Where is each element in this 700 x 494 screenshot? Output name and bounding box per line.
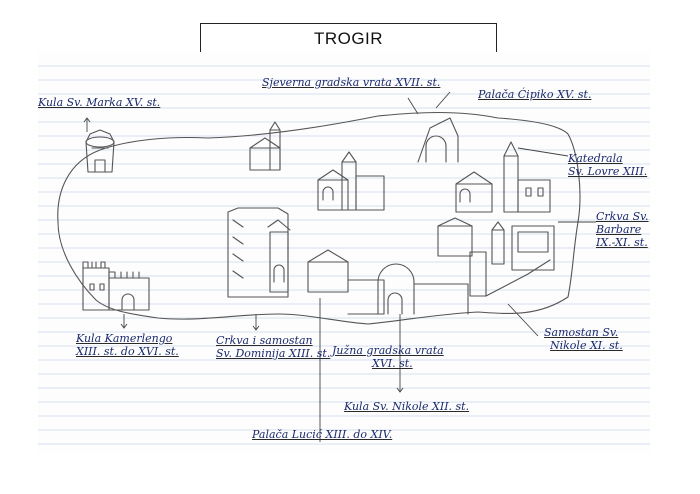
page-title: TROGIR <box>200 23 497 54</box>
label-barbare-line2: Barbare <box>596 223 642 236</box>
label-katedrala-line2: Sv. Lovre XIII. <box>568 165 648 178</box>
label-katedrala: Katedrala Sv. Lovre XIII. <box>568 152 647 178</box>
town-map-drawing <box>38 65 650 445</box>
north-gate-drawing <box>417 117 459 163</box>
label-samostan-sv-nikole: Samostan Sv. Nikole XI. st. <box>544 326 623 352</box>
label-katedrala-line1: Katedrala <box>568 152 623 165</box>
dominican-church-drawing <box>227 207 291 298</box>
label-kula-sv-marka: Kula Sv. Marka XV. st. <box>38 96 161 109</box>
label-juzna-line2: XVI. st. <box>372 357 413 370</box>
tower-st-mark-drawing <box>85 129 115 173</box>
label-samostan-line2: Nikole XI. st. <box>550 339 623 352</box>
label-kula-sv-nikole: Kula Sv. Nikole XII. st. <box>344 400 470 413</box>
cathedral-drawing <box>455 141 551 213</box>
label-kamerlengo-line2: XIII. st. do XVI. st. <box>76 345 179 358</box>
label-kula-kamerlengo: Kula Kamerlengo XIII. st. do XVI. st. <box>76 332 179 358</box>
label-samostan-line1: Samostan Sv. <box>544 326 619 339</box>
south-gate-drawing <box>307 249 551 315</box>
central-church-drawing <box>317 151 385 211</box>
label-sjeverna-gradska-vrata: Sjeverna gradska vrata XVII. st. <box>262 76 441 89</box>
label-barbare-line3: IX.-XI. st. <box>596 236 648 249</box>
label-juzna-line1: Južna gradska vrata <box>332 344 444 357</box>
label-dominik-line2: Sv. Dominija XIII. st. <box>216 347 331 360</box>
label-palaca-lucic: Palača Lucić XIII. do XIV. <box>252 428 393 441</box>
label-kamerlengo-line1: Kula Kamerlengo <box>76 332 173 345</box>
label-juzna-gradska-vrata: Južna gradska vrata XVI. st. <box>332 344 444 370</box>
label-dominik-line1: Crkva i samostan <box>216 334 313 347</box>
island-outline <box>57 111 581 325</box>
label-barbare-line1: Crkva Sv. <box>596 210 649 223</box>
notebook-sheet: Kula Sv. Marka XV. st. Sjeverna gradska … <box>38 52 650 452</box>
label-crkva-sv-dominika: Crkva i samostan Sv. Dominija XIII. st. <box>216 334 330 360</box>
label-crkva-sv-barbare: Crkva Sv. Barbare IX.-XI. st. <box>596 210 649 249</box>
label-palaca-cipiko: Palača Ćipiko XV. st. <box>478 88 592 101</box>
palace-drawing <box>437 217 555 271</box>
chapel-drawing <box>249 121 281 171</box>
kamerlengo-fortress-drawing <box>82 261 150 311</box>
